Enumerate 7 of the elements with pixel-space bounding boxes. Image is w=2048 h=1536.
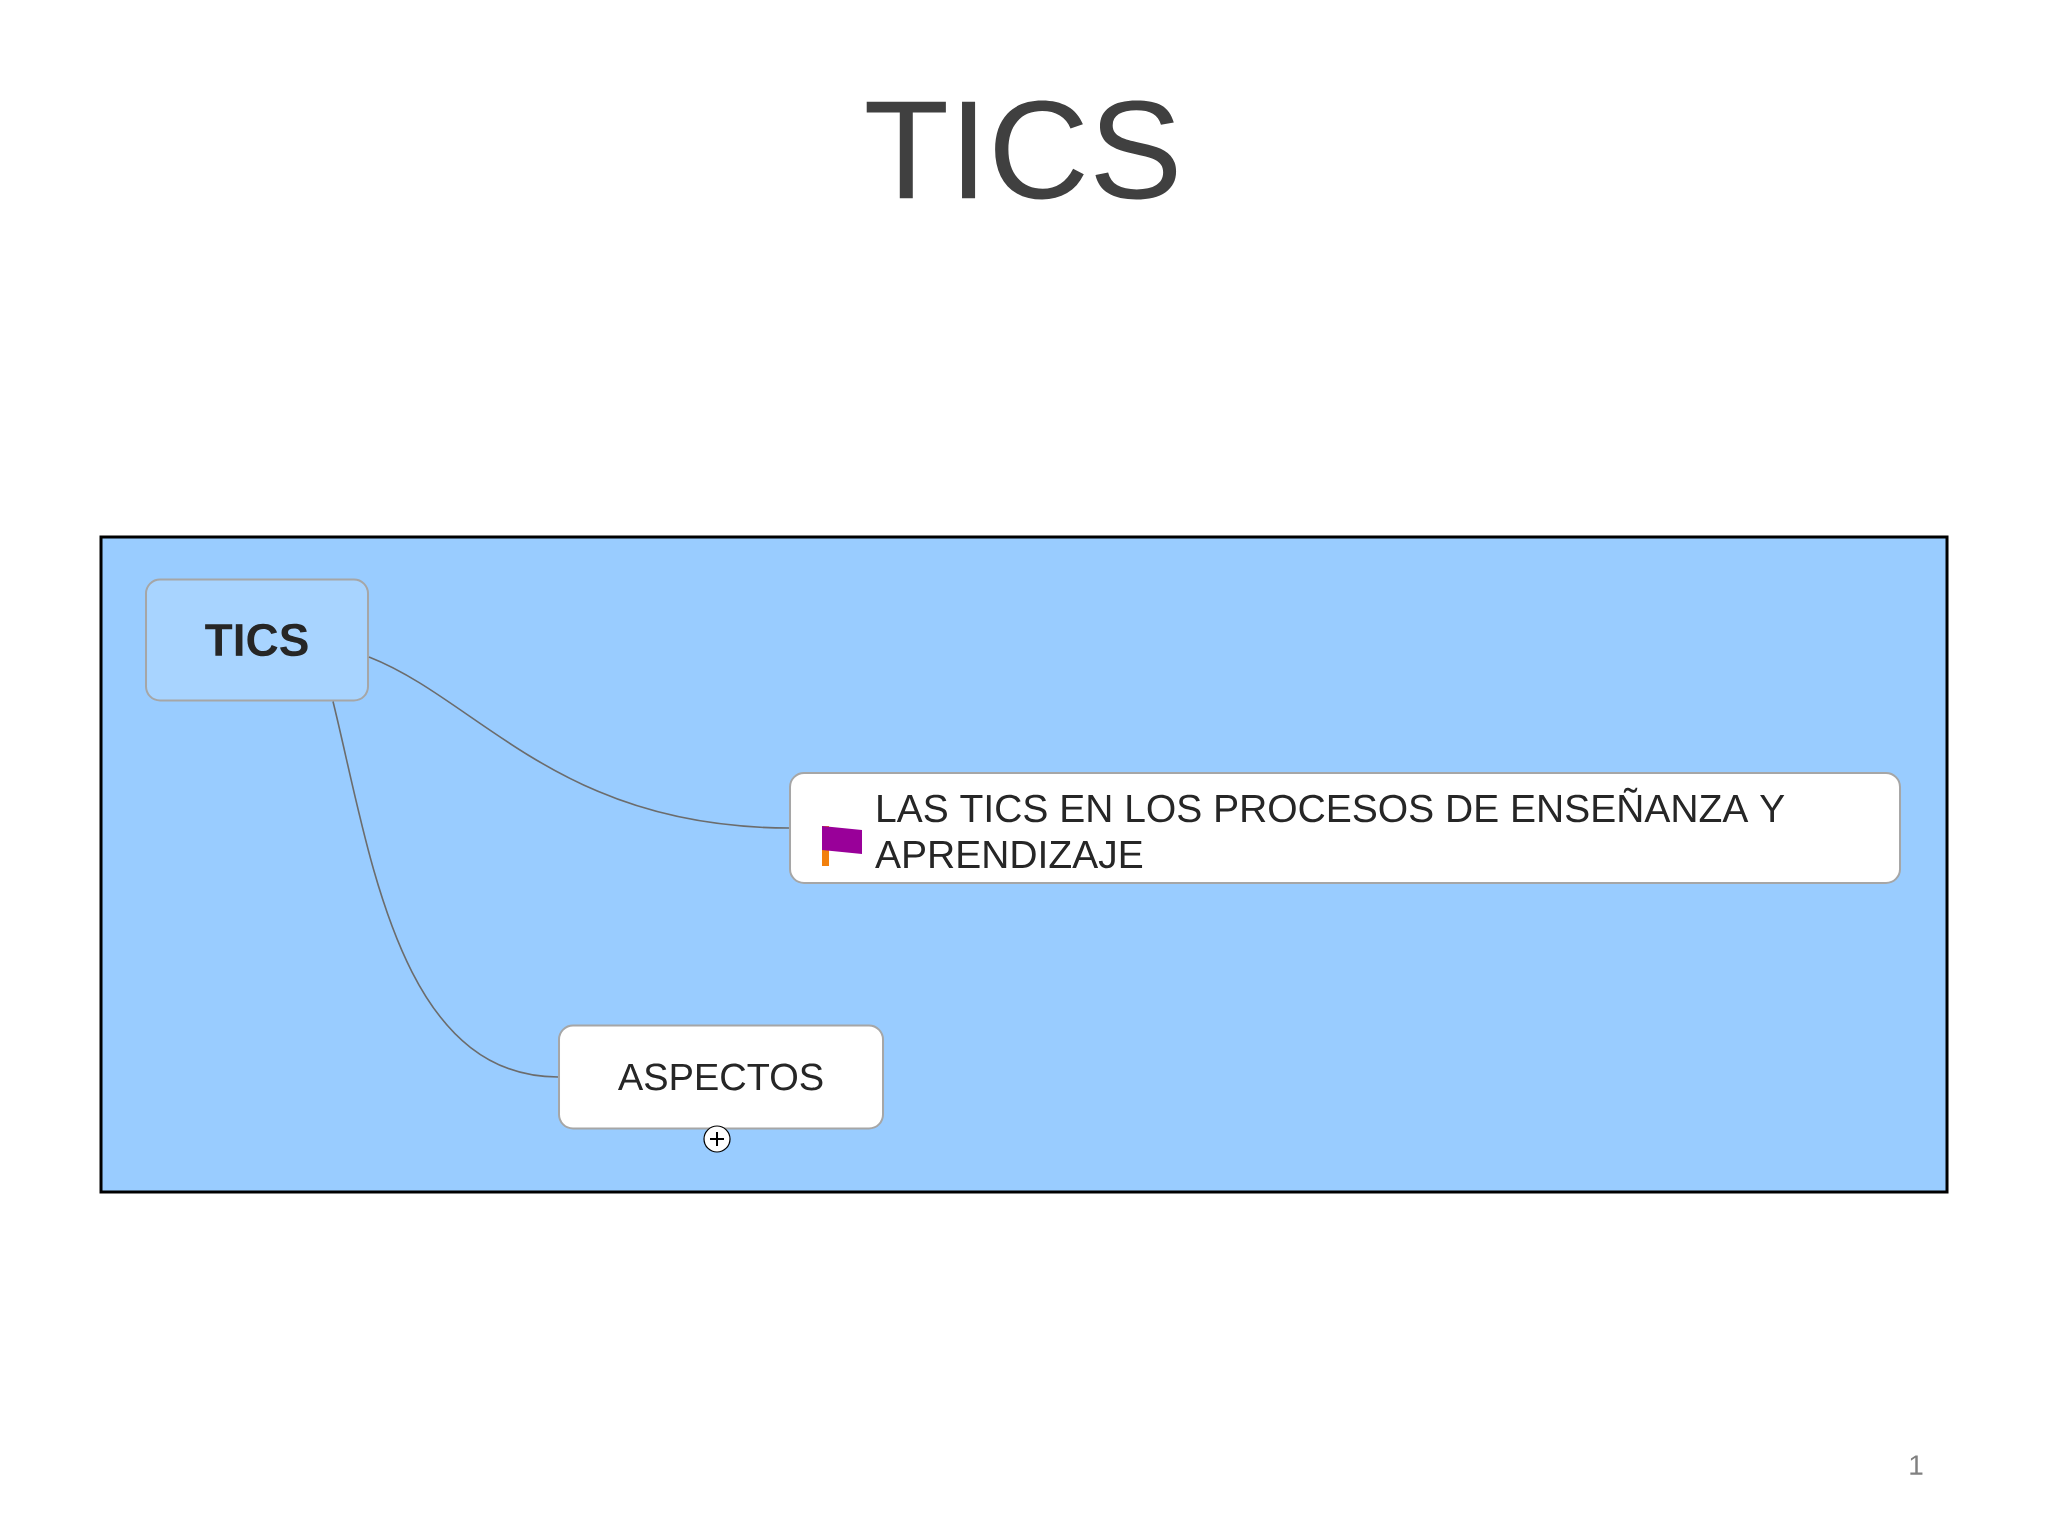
- connector-line: [368, 656, 790, 829]
- root-topic-box: TICS: [145, 578, 369, 702]
- page-number: 1: [1910, 1455, 1923, 1475]
- slide-title: TICS: [866, 100, 1177, 200]
- topic-box: ASPECTOS: [558, 1024, 884, 1130]
- connector-line: [332, 700, 559, 1078]
- topic-box: LAS TICS EN LOS PROCESOS DE ENSEÑANZA Y APRENDIZAJE: [789, 772, 1901, 884]
